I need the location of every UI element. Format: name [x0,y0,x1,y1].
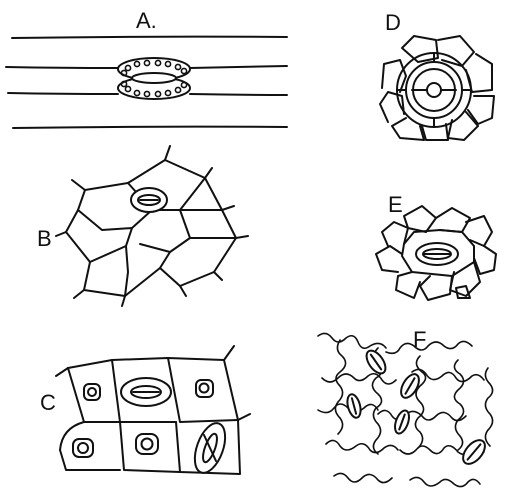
panel-f-label: F [413,327,426,352]
stoma-c-diagonal [189,419,231,477]
panel-b: B [37,146,248,306]
stoma-c-horizontal [121,378,171,406]
panel-a: A. [6,8,287,128]
stoma-e [416,243,458,265]
panel-b-label: B [37,226,52,251]
panel-d: D [380,10,494,140]
panel-f: F [318,327,493,487]
stoma-d [412,83,456,97]
stoma-with-dotted-guard-cells [118,58,190,99]
panel-a-label: A. [136,8,157,33]
epidermal-cell-network [56,146,248,306]
panel-e: E [376,192,496,300]
panel-c-label: C [40,390,56,415]
panel-d-label: D [385,10,401,35]
panel-c: C [40,346,250,477]
panel-e-label: E [388,192,403,217]
stoma-b [131,188,167,212]
